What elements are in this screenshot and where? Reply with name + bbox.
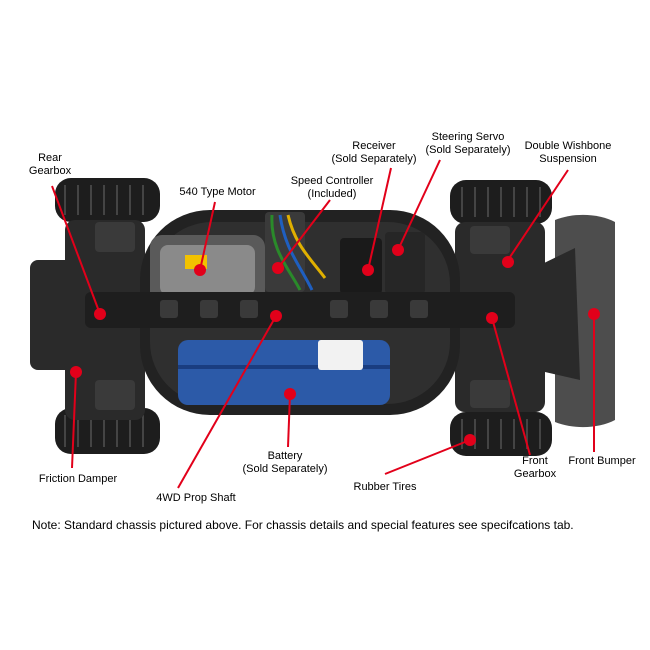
label-friction-damper: Friction Damper xyxy=(38,473,118,485)
marker-speed-controller xyxy=(272,262,284,274)
chassis-note: Note: Standard chassis pictured above. F… xyxy=(32,518,574,532)
label-double-wishbone: Double Wishbone Suspension xyxy=(524,140,612,165)
marker-steering-servo xyxy=(392,244,404,256)
callout-battery xyxy=(287,393,291,448)
motor xyxy=(150,235,265,305)
marker-rubber-tires xyxy=(464,434,476,446)
label-speed-controller: Speed Controller (Included) xyxy=(290,175,374,200)
rear-left-tire xyxy=(55,178,160,222)
marker-front-bumper xyxy=(588,308,600,320)
front-left-tire xyxy=(450,180,552,224)
front-right-tire xyxy=(450,412,552,456)
label-battery: Battery (Sold Separately) xyxy=(242,450,328,475)
battery xyxy=(178,340,390,405)
callout-wishbone xyxy=(507,169,569,261)
callout-front-gearbox xyxy=(491,317,531,456)
label-rear-gearbox: Rear Gearbox xyxy=(28,152,72,177)
label-rubber-tires: Rubber Tires xyxy=(353,481,417,493)
callout-prop-shaft xyxy=(177,315,277,489)
prop-shaft-plate xyxy=(85,292,515,328)
label-steering-servo: Steering Servo (Sold Separately) xyxy=(425,131,511,156)
label-front-gearbox: Front Gearbox xyxy=(513,455,557,480)
marker-receiver xyxy=(362,264,374,276)
marker-friction-damper xyxy=(70,366,82,378)
marker-rear-gearbox xyxy=(94,308,106,320)
callout-receiver xyxy=(367,167,392,271)
marker-front-gearbox xyxy=(486,312,498,324)
label-front-bumper: Front Bumper xyxy=(568,455,636,467)
marker-prop-shaft xyxy=(270,310,282,322)
label-prop-shaft: 4WD Prop Shaft xyxy=(156,492,236,504)
front-bumper xyxy=(540,214,615,428)
callout-friction-damper xyxy=(71,371,77,469)
label-motor: 540 Type Motor xyxy=(179,186,256,198)
marker-wishbone xyxy=(502,256,514,268)
marker-motor xyxy=(194,264,206,276)
label-receiver: Receiver (Sold Separately) xyxy=(331,140,417,165)
marker-battery xyxy=(284,388,296,400)
callout-rear-gearbox xyxy=(51,185,101,315)
callout-speed-controller xyxy=(277,199,331,269)
callout-motor xyxy=(199,201,216,271)
callout-rubber-tires xyxy=(384,439,471,475)
callout-steering-servo xyxy=(397,159,441,251)
